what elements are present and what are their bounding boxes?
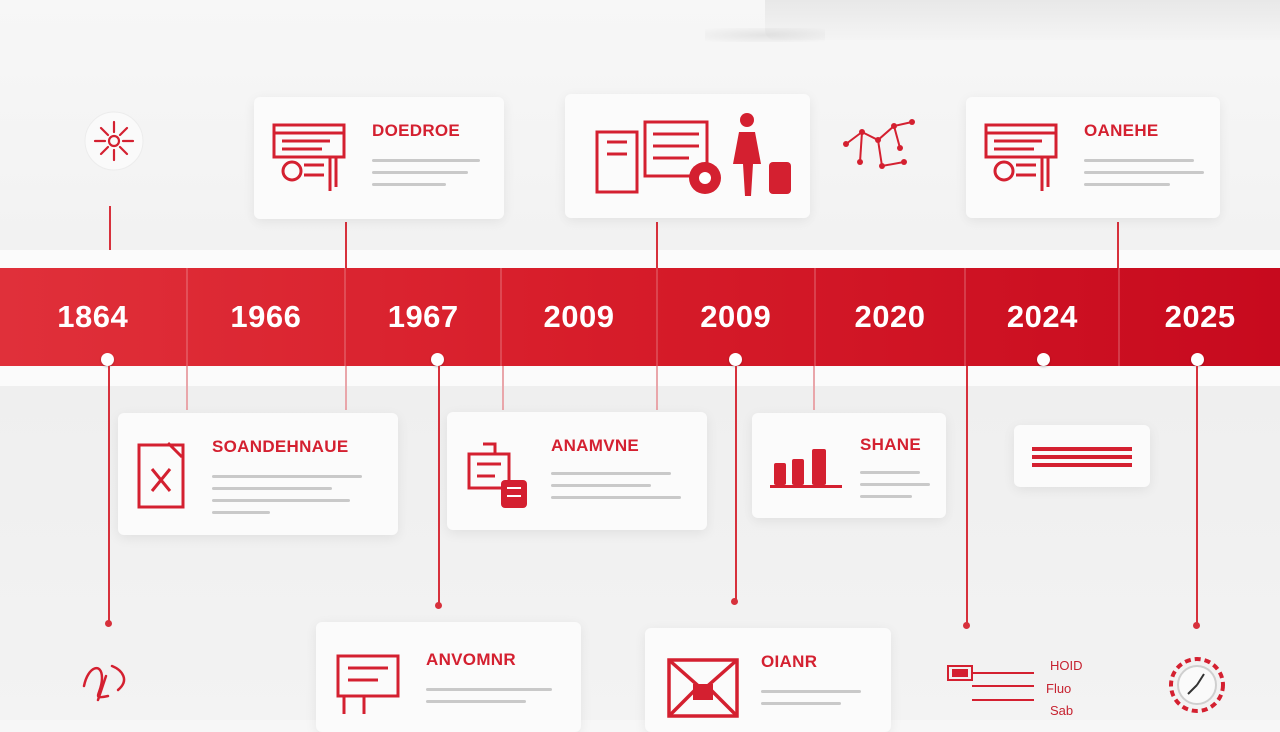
clipboard-icon bbox=[137, 441, 185, 509]
text-line bbox=[1084, 159, 1194, 162]
text-line bbox=[1084, 183, 1170, 186]
connector-line bbox=[813, 366, 815, 410]
year-segment: 2009 bbox=[658, 268, 816, 366]
milestone-card: SHANE bbox=[752, 413, 946, 518]
scribble-icon bbox=[82, 664, 126, 702]
timeline-dot bbox=[729, 353, 742, 366]
connector-line bbox=[656, 222, 658, 268]
connector-pin bbox=[105, 620, 112, 627]
blueprint-icon bbox=[984, 123, 1058, 191]
year-label: 1966 bbox=[230, 299, 302, 334]
milestone-card bbox=[565, 94, 810, 218]
milestone-card: SOANDEHNAUE bbox=[118, 413, 398, 535]
text-line bbox=[372, 183, 446, 186]
flower-medallion-icon bbox=[84, 111, 144, 171]
connector-line bbox=[735, 366, 737, 604]
text-line bbox=[212, 499, 350, 502]
year-label: 2025 bbox=[1164, 299, 1236, 334]
connector-line bbox=[109, 206, 111, 250]
text-line bbox=[551, 496, 681, 499]
connector-pin bbox=[435, 602, 442, 609]
bottles-icon bbox=[770, 449, 842, 488]
timeline-dot bbox=[101, 353, 114, 366]
card-title: OANEHE bbox=[1084, 121, 1159, 140]
connector-pin bbox=[963, 622, 970, 629]
text-line bbox=[551, 472, 671, 475]
milestone-card: DOEDROE bbox=[254, 97, 504, 219]
timeline-dot bbox=[431, 353, 444, 366]
document-icon bbox=[336, 654, 400, 714]
connector-line bbox=[1117, 222, 1119, 268]
connector-line bbox=[656, 366, 658, 410]
text-line bbox=[860, 495, 912, 498]
milestone-card: ANVOMNR bbox=[316, 622, 581, 732]
card-title: SOANDEHNAUE bbox=[212, 437, 349, 456]
card-title: OIANR bbox=[761, 652, 818, 671]
blueprint-icon bbox=[272, 123, 346, 191]
text-line bbox=[860, 471, 920, 474]
text-line bbox=[426, 700, 526, 703]
flow-icon bbox=[947, 665, 1034, 701]
envelope-icon bbox=[667, 658, 739, 718]
text-line bbox=[372, 171, 468, 174]
year-segment: 1966 bbox=[188, 268, 347, 366]
text-line bbox=[212, 511, 270, 514]
text-line bbox=[212, 487, 332, 490]
year-label: 2020 bbox=[854, 299, 926, 334]
text-line bbox=[761, 690, 861, 693]
timeline-band: 1864 1966 1967 2009 2009 2020 2024 2025 bbox=[0, 268, 1280, 366]
clock-gear-icon bbox=[1169, 657, 1225, 713]
year-segment: 1967 bbox=[346, 268, 503, 366]
text-line bbox=[212, 475, 362, 478]
text-line bbox=[372, 159, 480, 162]
year-segment: 1864 bbox=[0, 268, 188, 366]
timeline-dot bbox=[1191, 353, 1204, 366]
card-title: SHANE bbox=[860, 435, 922, 454]
text-line bbox=[860, 483, 930, 486]
note-text: Sab bbox=[1050, 703, 1074, 718]
connector-line bbox=[345, 222, 347, 268]
milestone-card bbox=[1014, 425, 1150, 487]
year-segment: 2024 bbox=[966, 268, 1121, 366]
connector-line bbox=[186, 366, 188, 410]
year-label: 2009 bbox=[543, 299, 615, 334]
connector-line bbox=[1196, 366, 1198, 628]
text-line bbox=[551, 484, 651, 487]
text-line bbox=[1084, 171, 1204, 174]
building-icon bbox=[467, 442, 527, 508]
milestone-card: OANEHE bbox=[966, 97, 1220, 218]
year-label: 1967 bbox=[387, 299, 459, 334]
note-text: HOID bbox=[1050, 658, 1083, 673]
connector-pin bbox=[731, 598, 738, 605]
milestone-card: OIANR bbox=[645, 628, 891, 732]
year-label: 2009 bbox=[700, 299, 772, 334]
connector-pin bbox=[1193, 622, 1200, 629]
banner-icon bbox=[1032, 447, 1132, 467]
milestone-card: ANAMVNE bbox=[447, 412, 707, 530]
text-line bbox=[426, 688, 552, 691]
connector-line bbox=[438, 366, 440, 606]
year-segment: 2020 bbox=[816, 268, 967, 366]
note-text: Fluo bbox=[1046, 681, 1072, 696]
card-title: ANAMVNE bbox=[551, 436, 640, 455]
text-line bbox=[761, 702, 841, 705]
year-segment: 2025 bbox=[1120, 268, 1280, 366]
connector-line bbox=[502, 366, 504, 410]
connector-line bbox=[345, 366, 347, 410]
background-shelf bbox=[705, 0, 1280, 42]
connector-line bbox=[108, 366, 110, 624]
molecule-icon bbox=[843, 119, 915, 169]
year-segment: 2009 bbox=[502, 268, 658, 366]
year-label: 1864 bbox=[57, 299, 129, 334]
connector-line bbox=[966, 366, 968, 628]
office-scene-icon bbox=[595, 113, 791, 196]
year-label: 2024 bbox=[1006, 299, 1078, 334]
card-title: ANVOMNR bbox=[426, 650, 516, 669]
card-title: DOEDROE bbox=[372, 121, 461, 140]
timeline-dot bbox=[1037, 353, 1050, 366]
